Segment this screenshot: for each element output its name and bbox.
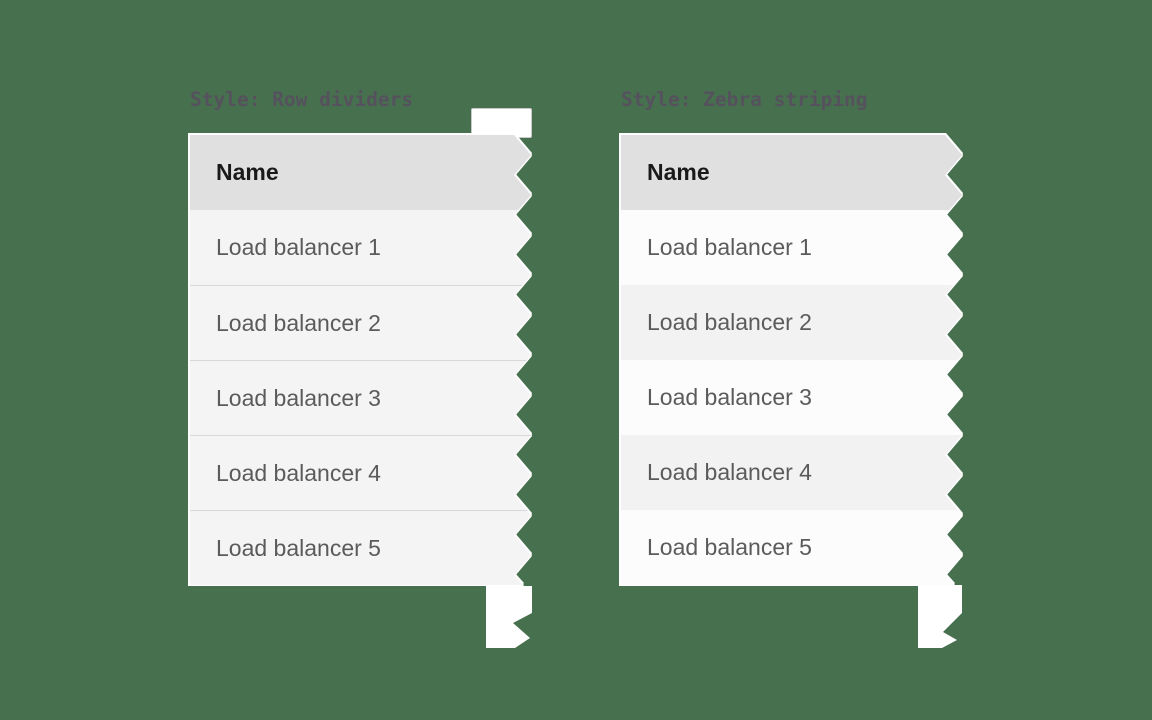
page-tear-tab-bottom-left: [486, 586, 532, 648]
table-cell: Load balancer 5: [216, 534, 381, 561]
column-header-name: Name: [216, 159, 279, 185]
page-tear-tab-bottom-right: [918, 585, 962, 648]
table-header-row: Name: [621, 135, 962, 210]
table-header-row: Name: [190, 135, 531, 210]
torn-table-wrapper-right: Name Load balancer 1 Load balancer 2 Loa…: [621, 135, 962, 585]
data-table-zebra-striping: Name Load balancer 1 Load balancer 2 Loa…: [621, 135, 962, 585]
data-table-row-dividers: Name Load balancer 1 Load balancer 2 Loa…: [190, 135, 531, 585]
table-row: Load balancer 5: [190, 510, 531, 585]
table-row: Load balancer 4: [190, 435, 531, 510]
table-cell: Load balancer 3: [647, 384, 812, 410]
style-label-row-dividers: Style: Row dividers: [190, 88, 414, 111]
style-label-zebra-striping: Style: Zebra striping: [621, 88, 868, 111]
table-row: Load balancer 3: [190, 360, 531, 435]
column-header-name: Name: [647, 159, 710, 185]
table-row: Load balancer 2: [621, 285, 962, 360]
table-row: Load balancer 4: [621, 435, 962, 510]
table-row: Load balancer 3: [621, 360, 962, 435]
table-cell: Load balancer 1: [647, 234, 812, 260]
table-cell: Load balancer 5: [647, 534, 812, 560]
table-row: Load balancer 1: [621, 210, 962, 285]
table-row: Load balancer 5: [621, 510, 962, 585]
table-cell: Load balancer 4: [647, 459, 812, 485]
table-row: Load balancer 1: [190, 210, 531, 285]
table-cell: Load balancer 4: [216, 459, 381, 486]
table-row: Load balancer 2: [190, 285, 531, 360]
page-tear-tab-top: [471, 108, 532, 138]
table-cell: Load balancer 2: [216, 309, 381, 336]
table-cell: Load balancer 2: [647, 309, 812, 335]
table-cell: Load balancer 3: [216, 384, 381, 411]
torn-table-wrapper-left: Name Load balancer 1 Load balancer 2 Loa…: [190, 135, 531, 585]
table-cell: Load balancer 1: [216, 234, 381, 260]
